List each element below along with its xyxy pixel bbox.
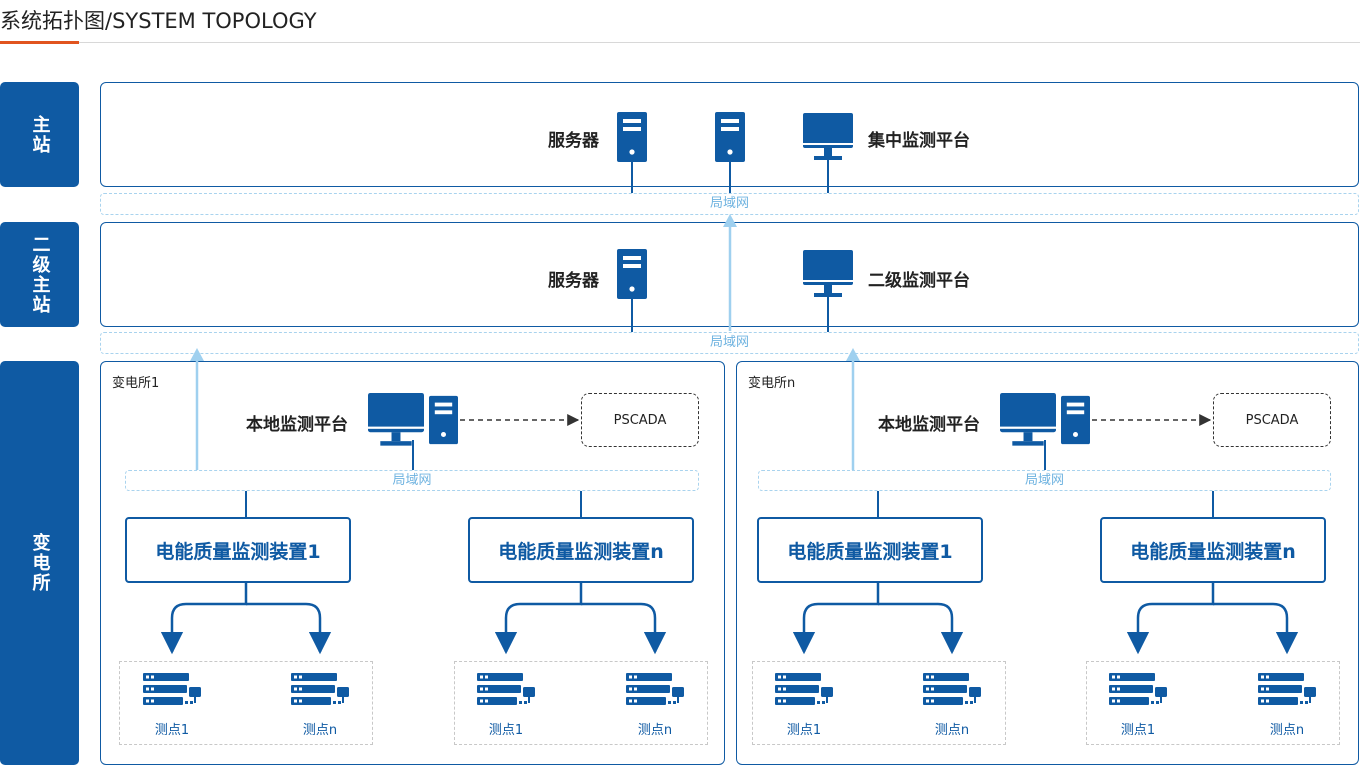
main-server-label: 服务器 (548, 131, 599, 151)
secondary-lan-bar: 局域网 (100, 332, 1359, 354)
main-lan-bar: 局域网 (100, 193, 1359, 215)
substation-n-name: 变电所n (748, 376, 796, 391)
monitor-icon (803, 250, 853, 297)
point-label: 测点n (302, 723, 338, 738)
measurement-point-icon (1109, 673, 1167, 705)
measurement-point-icon (291, 673, 349, 705)
point-group (752, 661, 1006, 745)
point-label: 测点1 (1120, 723, 1156, 738)
measurement-point-icon (143, 673, 201, 705)
point-group (454, 661, 708, 745)
point-label: 测点1 (154, 723, 190, 738)
substation-n-device-1: 电能质量监测装置1 (757, 517, 983, 583)
measurement-point-icon (1258, 673, 1316, 705)
server-icon (715, 112, 745, 162)
title-accent-bar (0, 41, 79, 44)
measurement-point-icon (775, 673, 833, 705)
measurement-point-icon (626, 673, 684, 705)
secondary-server-label: 服务器 (548, 271, 599, 291)
tier-label-main: 主站 (0, 82, 79, 187)
title-divider (0, 42, 1360, 43)
point-label: 测点n (1269, 723, 1305, 738)
point-group (119, 661, 373, 745)
substation-n-device-n: 电能质量监测装置n (1100, 517, 1326, 583)
substation-1-name: 变电所1 (112, 376, 160, 391)
point-group (1086, 661, 1340, 745)
secondary-platform-label: 二级监测平台 (868, 271, 970, 291)
server-icon (1061, 395, 1090, 445)
substation-1-device-1: 电能质量监测装置1 (125, 517, 351, 583)
server-icon (429, 395, 458, 445)
server-icon (617, 249, 647, 299)
measurement-point-icon (923, 673, 981, 705)
substation-1-pscada: PSCADA (581, 393, 699, 447)
substation-n-lan-bar: 局域网 (758, 470, 1331, 491)
tier-label-secondary: 二级主站 (0, 222, 79, 327)
page-title: 系统拓扑图/SYSTEM TOPOLOGY (0, 9, 317, 33)
monitor-icon (803, 113, 853, 160)
point-label: 测点n (934, 723, 970, 738)
tier-label-substation: 变电所 (0, 361, 79, 765)
point-label: 测点n (637, 723, 673, 738)
substation-1-platform-label: 本地监测平台 (246, 415, 348, 435)
substation-n-pscada: PSCADA (1213, 393, 1331, 447)
measurement-point-icon (477, 673, 535, 705)
substation-1-device-n: 电能质量监测装置n (468, 517, 694, 583)
monitor-icon (1000, 393, 1056, 446)
substation-1-lan-bar: 局域网 (125, 470, 699, 491)
main-platform-label: 集中监测平台 (868, 131, 970, 151)
point-label: 测点1 (786, 723, 822, 738)
point-label: 测点1 (488, 723, 524, 738)
server-icon (617, 112, 647, 162)
monitor-icon (368, 393, 424, 446)
substation-n-platform-label: 本地监测平台 (878, 415, 980, 435)
